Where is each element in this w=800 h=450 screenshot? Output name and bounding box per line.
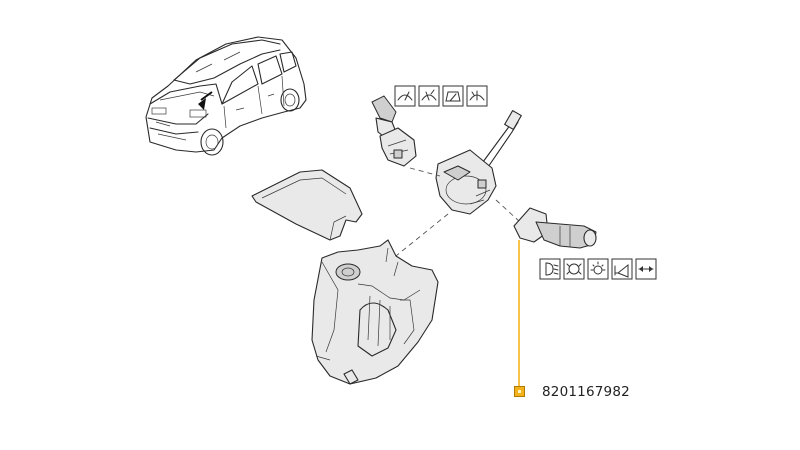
side-light-icon — [563, 258, 585, 280]
vehicle-locator-drawing — [145, 36, 307, 156]
assembly-guide-line — [409, 167, 441, 177]
wiper-wash-icon — [418, 85, 440, 107]
wiper-stalk-switch — [371, 95, 417, 167]
lower-steering-column-cowl — [311, 239, 439, 385]
direction-indicator-icon — [635, 258, 657, 280]
part-reference-number[interactable]: 8201167982 — [542, 384, 630, 400]
part-marker[interactable] — [514, 386, 525, 397]
light-function-icons — [539, 258, 657, 280]
upper-steering-column-cowl — [251, 169, 363, 241]
wiper-function-icons — [394, 85, 488, 107]
location-arrow-icon — [198, 98, 206, 110]
rear-window-wiper-icon — [442, 85, 464, 107]
auto-light-icon — [587, 258, 609, 280]
steering-column-switch-base — [435, 110, 522, 215]
assembly-guide-line — [495, 199, 521, 223]
rear-wiper-wash-icon — [466, 85, 488, 107]
dipped-beam-icon — [539, 258, 561, 280]
lighting-stalk-switch — [513, 207, 597, 249]
front-wiper-icon — [394, 85, 416, 107]
horn-icon — [611, 258, 633, 280]
